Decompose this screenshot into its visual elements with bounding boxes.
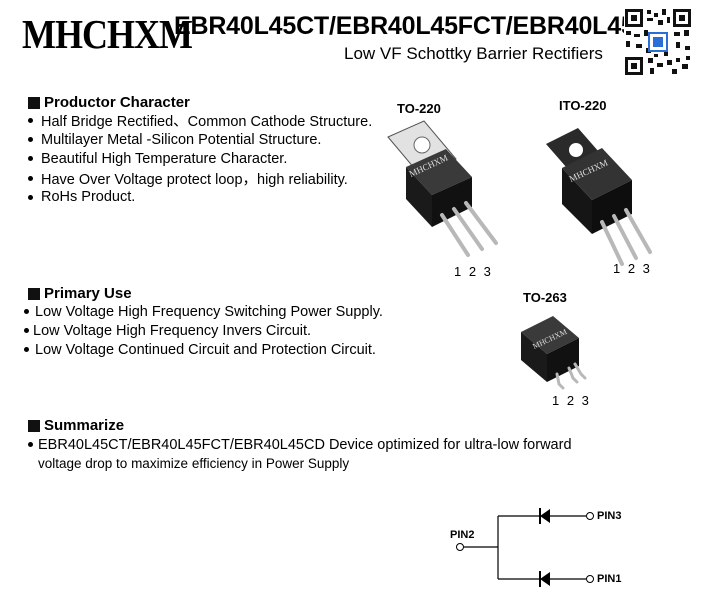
pin1-label: PIN1: [597, 573, 622, 585]
list-item: RoHs Product.: [28, 188, 372, 207]
section-bullet-icon: [28, 287, 40, 300]
circuit-schematic: [456, 508, 594, 587]
section-bullet-icon: [28, 419, 40, 432]
bullet-icon: [24, 309, 29, 315]
bullet-icon: [28, 175, 33, 181]
package-label-to263: TO-263: [523, 290, 567, 305]
package-label-to220: TO-220: [397, 101, 441, 116]
pin3-label: PIN3: [597, 510, 622, 522]
bullet-icon: [24, 347, 29, 353]
package-label-ito220: ITO-220: [559, 98, 607, 113]
section-heading-primary-use: Primary Use: [28, 285, 132, 302]
diode-icon: [540, 572, 550, 586]
section-bullet-icon: [28, 96, 40, 109]
list-item: Have Over Voltage protect loop，high reli…: [28, 169, 372, 188]
to263-pin-numbers: 1 2 3: [552, 393, 589, 408]
brand-logo: MHCHXM: [22, 11, 193, 58]
section-heading-summarize: Summarize: [28, 417, 124, 434]
ito220-pin-numbers: 1 2 3: [613, 261, 650, 276]
ito220-package-image: MHCHXM: [546, 128, 652, 266]
page-title: EBR40L45CT/EBR40L45FCT/EBR40L45CD: [174, 12, 671, 40]
bullet-icon: [28, 156, 33, 162]
list-item: Multilayer Metal -Silicon Potential Stru…: [28, 130, 372, 149]
pin2-label: PIN2: [450, 529, 475, 541]
to220-pin-numbers: 1 2 3: [454, 264, 491, 279]
bullet-icon: [28, 194, 33, 200]
pin3-terminal-icon: [586, 512, 594, 520]
summary-text: EBR40L45CT/EBR40L45FCT/EBR40L45CD Device…: [28, 435, 572, 473]
pin2-terminal-icon: [456, 543, 464, 551]
list-item: Beautiful High Temperature Character.: [28, 149, 372, 168]
bullet-icon: [24, 328, 29, 334]
qr-code-icon: [624, 8, 692, 76]
section-heading-character: Productor Character: [28, 94, 190, 111]
to220-package-image: MHCHXM: [387, 120, 498, 257]
primary-use-list: Low Voltage High Frequency Switching Pow…: [24, 302, 383, 360]
character-list: Half Bridge Rectified、Common Cathode Str…: [28, 111, 372, 207]
list-item: Low Voltage High Frequency Switching Pow…: [24, 302, 383, 321]
list-item: Half Bridge Rectified、Common Cathode Str…: [28, 111, 372, 130]
list-item: Low Voltage Continued Circuit and Protec…: [24, 340, 383, 359]
bullet-icon: [28, 118, 33, 124]
to263-package-image: MHCHXM: [521, 316, 587, 390]
bullet-icon: [28, 137, 33, 143]
summary-line: EBR40L45CT/EBR40L45FCT/EBR40L45CD Device…: [28, 435, 572, 454]
pin1-terminal-icon: [586, 575, 594, 583]
summary-line: voltage drop to maximize efficiency in P…: [38, 456, 350, 472]
bullet-icon: [28, 442, 33, 448]
diode-icon: [540, 509, 550, 523]
list-item: Low Voltage High Frequency Invers Circui…: [24, 321, 383, 340]
page-subtitle: Low VF Schottky Barrier Rectifiers: [344, 44, 603, 63]
